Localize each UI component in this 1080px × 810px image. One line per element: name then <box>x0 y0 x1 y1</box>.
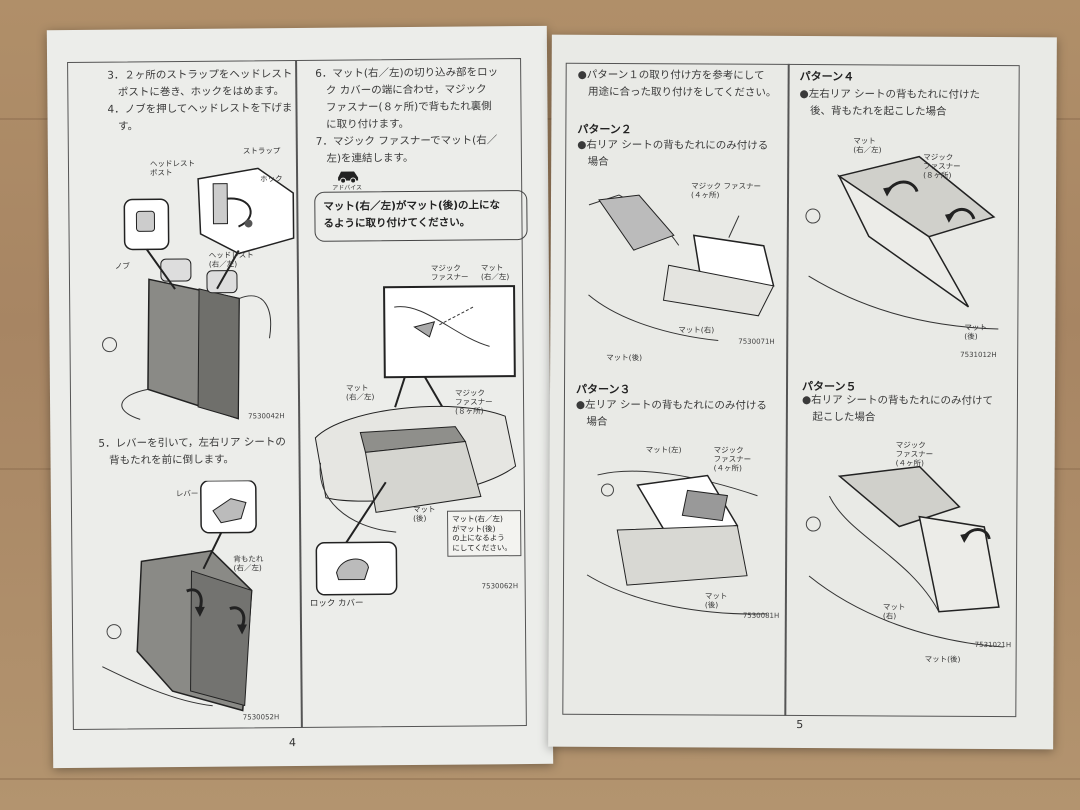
advice-box: マット(右／左)がマット(後)の上にな るように取り付けてください。 <box>314 190 528 242</box>
label-mat-rear: マット (後) <box>412 504 436 524</box>
seatback-fold-figure <box>102 479 257 712</box>
label-mat-rear: マット (後) <box>704 591 728 610</box>
figure-code: 7531021H <box>974 640 1012 650</box>
label-mat-rl: マット (右／左) <box>480 263 510 282</box>
pattern-5-desc: ●右リア シートの背もたれにのみ付けて 起こした場合 <box>801 393 993 424</box>
label-magic-fastener: マジック ファスナー (８ヶ所) <box>923 152 961 180</box>
pattern-2-title: パターン２ <box>577 122 632 137</box>
figure-code: 7530042H <box>248 412 285 421</box>
pattern-5-figure <box>805 465 1004 648</box>
label-knob: ノブ <box>114 261 130 271</box>
step-5-text: 5．レバーを引いて，左右リア シートの 背もたれを前に倒します。 <box>98 436 286 467</box>
label-headrest-post: ヘッドレスト ポスト <box>149 158 195 178</box>
label-strap: ストラップ <box>242 146 281 156</box>
figure-code: 7530081H <box>742 611 780 620</box>
figure-code: 7531012H <box>960 350 997 360</box>
label-mat-right: マット (右) <box>882 602 906 621</box>
manual-page-5: ●パターン１の取り付け方を参考にして 用途に合った取り付けをしてください。 パタ… <box>548 34 1057 750</box>
label-lever: レバー <box>175 488 199 499</box>
pattern-2-figure <box>588 194 775 342</box>
step-6-text: 6．マット(右／左)の切り込み部をロッ ク カバーの端に合わせ，マジック ファス… <box>315 66 499 131</box>
label-magic-fastener: マジック ファスナー <box>430 263 469 282</box>
label-magic-fastener: マジック ファスナー (４ヶ所) <box>895 440 934 468</box>
label-seatback: 背もたれ (右／左) <box>233 554 264 573</box>
figure-code: 7530071H <box>738 337 775 346</box>
callout-text: マット(右／左) がマット(後) の上になるよう にしてください。 <box>452 514 512 553</box>
pattern-4-desc: ●左右リア シートの背もたれに付けた 後、背もたれを起こした場合 <box>799 87 981 118</box>
label-mat-rl: マット (右／左) <box>853 136 882 155</box>
figure-code: 7530052H <box>242 713 280 722</box>
page-number: 4 <box>288 736 297 750</box>
pattern-4-figure <box>805 155 999 330</box>
label-mat-rear: マット(後) <box>924 654 961 664</box>
label-headrest: ヘッドレスト (右／左) <box>208 250 254 269</box>
page-number: 5 <box>796 717 804 732</box>
label-magic-fastener: マジック ファスナー (４ヶ所) <box>691 181 761 200</box>
label-magic-fastener-8: マジック ファスナー (８ヶ所) <box>454 388 493 416</box>
mat-installation-figure <box>314 285 517 596</box>
intro-text: ●パターン１の取り付け方を参考にして 用途に合った取り付けをしてください。 <box>577 68 777 99</box>
label-hook: ホック <box>260 174 283 184</box>
label-mat-rear: マット (後) <box>964 322 987 341</box>
label-mat-right: マット(右) <box>678 325 715 335</box>
pattern-4-title: パターン４ <box>799 69 855 84</box>
pattern-3-figure <box>586 470 767 615</box>
mat-overlap-callout: マット(右／左) がマット(後) の上になるよう にしてください。 <box>446 510 522 557</box>
headrest-strap-figure <box>102 167 295 420</box>
advice-car-icon <box>338 171 359 184</box>
label-lock-cover: ロック カバー <box>309 598 364 609</box>
pattern-3-desc: ●左リア シートの背もたれにのみ付ける 場合 <box>575 398 767 428</box>
step-4-text: 4．ノブを押してヘッドレストを下げま す。 <box>107 102 293 133</box>
pattern-2-desc: ●右リア シートの背もたれにのみ付ける 場合 <box>577 138 769 168</box>
step-3-text: 3．２ヶ所のストラップをヘッドレスト ポストに巻き、ホックをはめます。 <box>107 68 293 99</box>
pattern-3-title: パターン３ <box>575 382 631 397</box>
step-7-text: 7．マジック ファスナーでマット(右／ 左)を連結します。 <box>315 134 498 165</box>
manual-page-4: 3．２ヶ所のストラップをヘッドレスト ポストに巻き、ホックをはめます。 4．ノブ… <box>46 25 554 769</box>
figure-code: 7530062H <box>481 582 519 591</box>
label-mat-rl: マット (右／左) <box>345 383 375 402</box>
label-mat-left: マット(左) <box>645 445 682 455</box>
label-magic-fastener: マジック ファスナー (４ヶ所) <box>713 445 752 473</box>
label-mat-rear: マット(後) <box>606 352 643 363</box>
table-plank-seam <box>0 778 1080 780</box>
advice-text: マット(右／左)がマット(後)の上にな るように取り付けてください。 <box>323 199 501 230</box>
